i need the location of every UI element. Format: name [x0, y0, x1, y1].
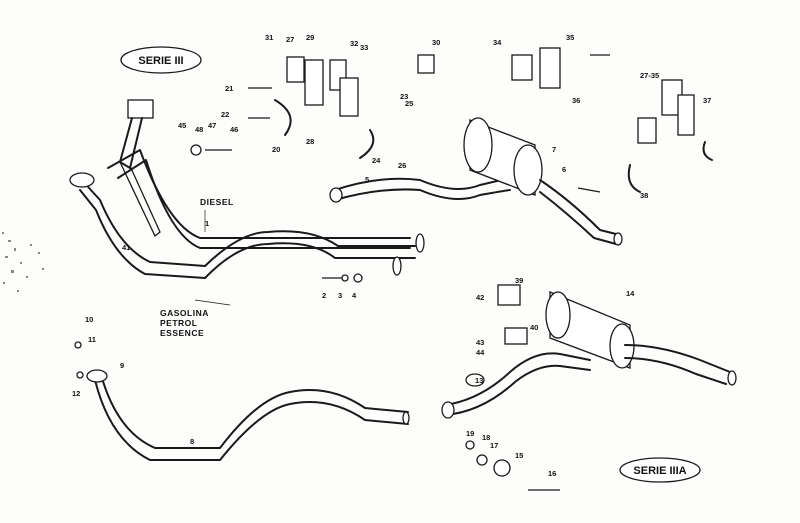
- callout-10: 10: [85, 315, 93, 324]
- callout-48: 48: [195, 125, 203, 134]
- callout-11: 11: [88, 335, 96, 344]
- serie-iiia-text: SERIE IIIA: [633, 465, 686, 477]
- callout-12: 12: [72, 389, 80, 398]
- callout-2: 2: [322, 291, 326, 300]
- callout-26: 26: [398, 161, 406, 170]
- callout-37: 37: [703, 96, 711, 105]
- callout-44: 44: [476, 348, 485, 357]
- callout-27: 27: [286, 35, 294, 44]
- callout-5: 5: [365, 175, 369, 184]
- callout-22: 22: [221, 110, 229, 119]
- callout-24: 24: [372, 156, 381, 165]
- callout-17: 17: [490, 441, 498, 450]
- callout-13-ring: [465, 373, 485, 387]
- callout-38: 38: [640, 191, 648, 200]
- callout-45: 45: [178, 121, 186, 130]
- silencer-serie-iiia: [441, 291, 737, 419]
- callout-9: 9: [120, 361, 124, 370]
- callout-7: 7: [552, 145, 556, 154]
- label-diesel: DIESEL: [200, 197, 234, 207]
- callout-46: 46: [230, 125, 238, 134]
- callout-13: 13: [475, 376, 483, 385]
- callout-18: 18: [482, 433, 490, 442]
- silencer-upper: [329, 117, 623, 246]
- callout-4: 4: [352, 291, 357, 300]
- callout-31: 31: [265, 33, 273, 42]
- callout-19: 19: [466, 429, 474, 438]
- callout-1: 1: [205, 219, 209, 228]
- serie-iii-text: SERIE III: [138, 55, 183, 67]
- callout-28: 28: [306, 137, 314, 146]
- callout-36: 36: [572, 96, 580, 105]
- callout-25: 25: [405, 99, 413, 108]
- callout-29: 29: [306, 33, 314, 42]
- label-petrol: PETROL: [160, 318, 197, 328]
- front-pipe-lower: [86, 369, 410, 461]
- callout-41: 41: [122, 243, 130, 252]
- callout-15: 15: [515, 451, 523, 460]
- label-gasolina: GASOLINA: [160, 308, 209, 318]
- callout-47: 47: [208, 121, 216, 130]
- callout-23: 23: [400, 92, 408, 101]
- callout-16: 16: [548, 469, 556, 478]
- callouts: 1 2 3 4 5 6 7 8 9 10 11 12 13 14 15 16 1…: [72, 33, 711, 478]
- bolts: [74, 54, 610, 491]
- scan-noise: [2, 232, 44, 292]
- front-downpipe-upper: [69, 99, 425, 279]
- callout-21: 21: [225, 84, 233, 93]
- callout-27-35: 27-35: [640, 71, 659, 80]
- callout-3: 3: [338, 291, 342, 300]
- callout-33: 33: [360, 43, 368, 52]
- callout-34: 34: [493, 38, 502, 47]
- label-essence: ESSENCE: [160, 328, 204, 338]
- callout-42: 42: [476, 293, 484, 302]
- callout-6: 6: [562, 165, 566, 174]
- callout-32: 32: [350, 39, 358, 48]
- serie-iii-badge: SERIE III: [120, 46, 202, 74]
- callout-40: 40: [530, 323, 538, 332]
- callout-20: 20: [272, 145, 280, 154]
- callout-8: 8: [190, 437, 194, 446]
- callout-30: 30: [432, 38, 440, 47]
- serie-iiia-badge: SERIE IIIA: [619, 457, 701, 483]
- mounting-brackets: [274, 47, 713, 477]
- callout-39: 39: [515, 276, 523, 285]
- callout-14: 14: [626, 289, 635, 298]
- callout-35: 35: [566, 33, 574, 42]
- callout-43: 43: [476, 338, 484, 347]
